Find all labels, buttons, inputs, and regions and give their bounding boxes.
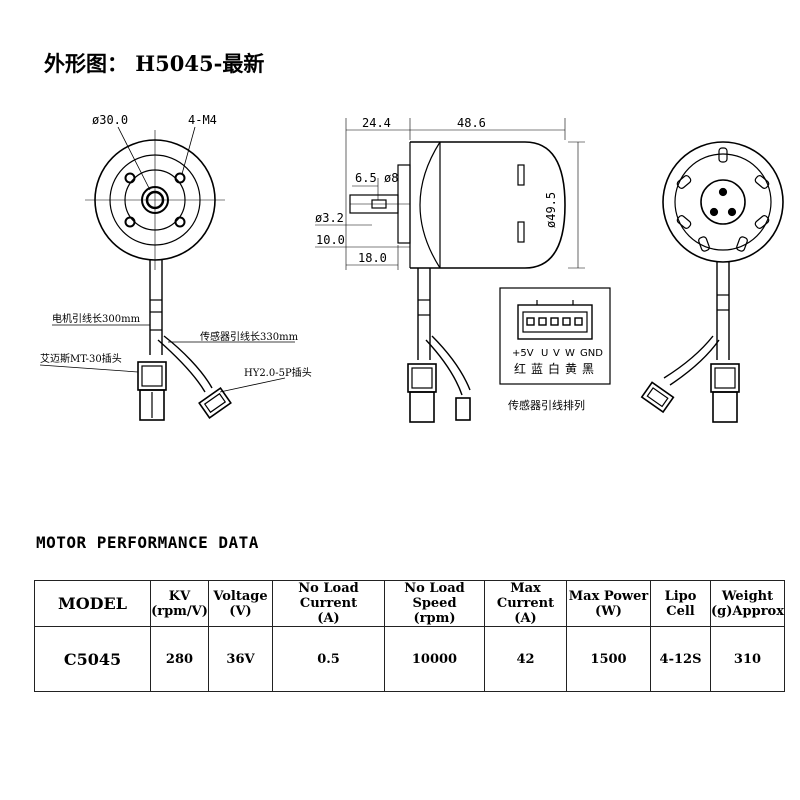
pin-name-gnd: GND [580,348,603,359]
cell-weight: 310 [710,626,785,692]
dim-dia-49-5: ø49.5 [544,192,558,228]
header-max-current: Max Current(A) [484,580,567,627]
label-hy-connector: HY2.0-5P插头 [244,366,312,379]
pin-name-v: V [553,348,560,359]
cell-kv: 280 [150,626,209,692]
cell-lipo-cell: 4-12S [650,626,711,692]
pin-color-white: 白 [548,361,560,376]
header-voltage: Voltage(V) [208,580,273,627]
front-view [39,126,295,421]
dim-len-10: 10.0 [316,233,345,247]
pin-name-u: U [541,348,548,359]
dim-len-6-5: 6.5 [355,171,377,185]
label-sensor-lead: 传感器引线长330mm [200,330,299,343]
dim-len-48: 48.6 [457,116,486,130]
header-no-load-current: No Load Current(A) [272,580,385,627]
pin-color-red: 红 [514,361,526,376]
dim-dia-8: ø8 [384,171,398,185]
motor-outline-drawing: ø30.0 4-M4 电机引线长300mm 艾迈斯MT-30插头 传感器引线长3… [39,113,784,423]
label-sensor-arrangement: 传感器引线排列 [508,398,585,412]
label-motor-lead: 电机引线长300mm [52,312,141,325]
performance-table: MODEL KV(rpm/V) Voltage(V) No Load Curre… [34,580,785,692]
cell-max-power: 1500 [566,626,651,692]
header-kv: KV(rpm/V) [150,580,209,627]
cell-no-load-speed: 10000 [384,626,485,692]
drawing-title: 外形图： H5045-最新 [44,51,265,76]
dim-len-24: 24.4 [362,116,391,130]
dim-dia-30: ø30.0 [92,113,128,127]
performance-title: MOTOR PERFORMANCE DATA [36,533,259,552]
table-row: C5045 280 36V 0.5 10000 42 1500 4-12S 31… [34,626,785,692]
header-no-load-speed: No Load Speed(rpm) [384,580,485,627]
pin-name-w: W [565,348,575,359]
dim-holes-4m4: 4-M4 [188,113,217,127]
dim-dia-3-2: ø3.2 [315,211,344,225]
cell-model: C5045 [34,626,151,692]
rear-view [640,141,784,423]
dim-len-18: 18.0 [358,251,387,265]
pin-color-blue: 蓝 [531,362,543,376]
table-header-row: MODEL KV(rpm/V) Voltage(V) No Load Curre… [34,580,785,627]
pin-name-5v: +5V [512,348,534,359]
pin-color-black: 黑 [582,362,594,376]
pin-color-yellow: 黄 [565,362,577,376]
label-mt30-connector: 艾迈斯MT-30插头 [40,352,122,365]
cell-no-load-current: 0.5 [272,626,385,692]
side-view [315,118,585,423]
header-model: MODEL [34,580,151,627]
header-max-power: Max Power(W) [566,580,651,627]
header-weight: Weight(g)Approx [710,580,785,627]
cell-voltage: 36V [208,626,273,692]
cell-max-current: 42 [484,626,567,692]
sensor-pin-box [499,287,611,385]
